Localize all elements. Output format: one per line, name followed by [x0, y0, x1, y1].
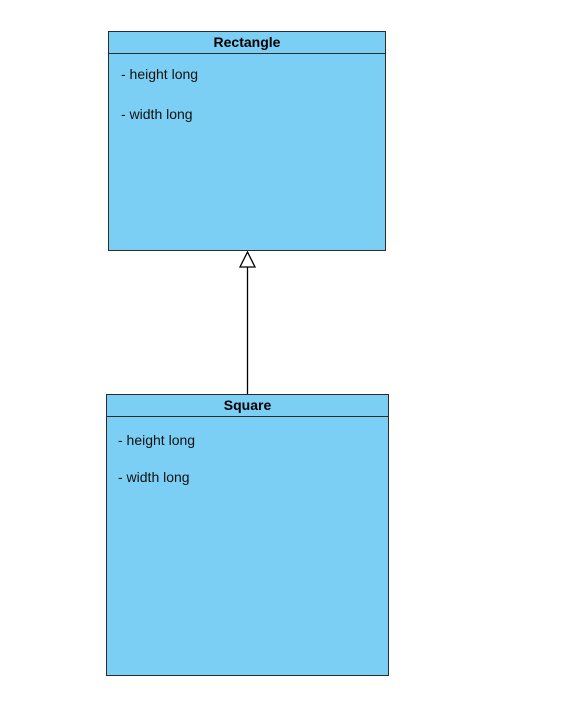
attribute-height: - height long	[118, 432, 196, 448]
class-name-square: Square	[107, 395, 388, 417]
attribute-height: - height long	[121, 66, 199, 82]
attribute-width: - width long	[118, 469, 190, 485]
class-box-rectangle[interactable]: Rectangle - height long - width long	[108, 31, 386, 251]
class-name-rectangle: Rectangle	[109, 32, 385, 54]
inheritance-arrowhead-icon	[238, 250, 257, 268]
class-box-square[interactable]: Square - height long - width long	[106, 394, 389, 676]
attribute-width: - width long	[121, 106, 193, 122]
